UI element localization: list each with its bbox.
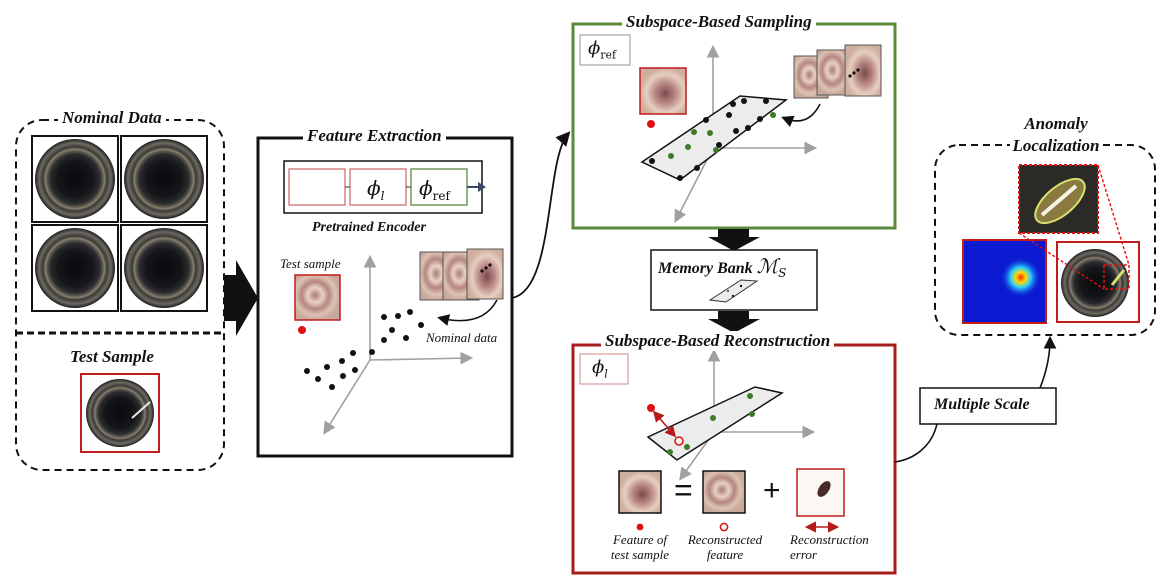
encoder-block-1: [288, 168, 346, 206]
recon-points: [667, 393, 755, 455]
zoom-box: [1103, 264, 1130, 290]
feature-test-marker: [636, 523, 644, 531]
sampling-title: Subspace-Based Sampling: [622, 12, 816, 32]
nominal-data-label: Nominal data: [426, 330, 498, 345]
sampling-test-point: [647, 120, 655, 128]
recon-error-arrow: [652, 410, 677, 438]
recon-feature-test: [618, 470, 662, 514]
arrow-to-reconstruction: [708, 311, 760, 333]
sampling-nominal-features: [793, 44, 882, 99]
sampling-points-green: [668, 112, 776, 159]
nominal-data-title: Nominal Data: [58, 108, 166, 128]
reconstruction-title: Subspace-Based Reconstruction: [601, 331, 835, 351]
feature-extraction-title: Feature Extraction: [303, 126, 446, 146]
fe-points: [304, 309, 424, 390]
sampling-test-feature: [639, 67, 687, 115]
recon-reconstructed-point: [674, 436, 684, 446]
sampling-phi-ref: ϕref: [588, 38, 617, 62]
multiple-scale-label: Multiple Scale: [934, 396, 1030, 413]
pretrained-encoder-label: Pretrained Encoder: [312, 220, 426, 235]
multiple-scale-box: [919, 387, 1057, 425]
phi-l-label: ϕl: [367, 176, 385, 203]
nominal-data-arrow: [437, 299, 498, 326]
fe-test-point: [298, 326, 306, 334]
test-sample-title: Test Sample: [66, 347, 158, 367]
test-sample-label: Test sample: [280, 256, 341, 271]
memory-bank-box: [650, 249, 818, 311]
plus-sign: +: [763, 474, 781, 507]
fe-axes: [323, 254, 474, 435]
memory-bank-label: Memory Bank ℳS: [658, 254, 787, 281]
sampling-points-black: [649, 98, 769, 181]
reconstruction-phi-l-tag: [579, 353, 629, 385]
fe-test-feature: [294, 274, 341, 321]
recon-feature-reconstructed: [702, 470, 746, 514]
memory-mini-plane: [708, 279, 759, 303]
arrow-to-feature-extraction: [224, 260, 258, 336]
test-image: [80, 373, 160, 453]
sampling-phi-ref-tag: [579, 34, 631, 66]
nominal-images: [31, 135, 208, 312]
arrow-to-sampling: [511, 131, 571, 299]
equals-sign: =: [674, 472, 693, 508]
recon-subspace-plane: [646, 386, 784, 461]
reconstructed-marker: [719, 522, 729, 532]
fe-nominal-features: [419, 248, 504, 301]
phi-ref-label: ϕref: [419, 176, 450, 203]
recon-test-point: [647, 404, 655, 412]
reconstruction-phi-l: ϕl: [592, 357, 608, 381]
arrow-to-localization: [1039, 335, 1057, 389]
arrow-to-memory: [708, 229, 760, 251]
